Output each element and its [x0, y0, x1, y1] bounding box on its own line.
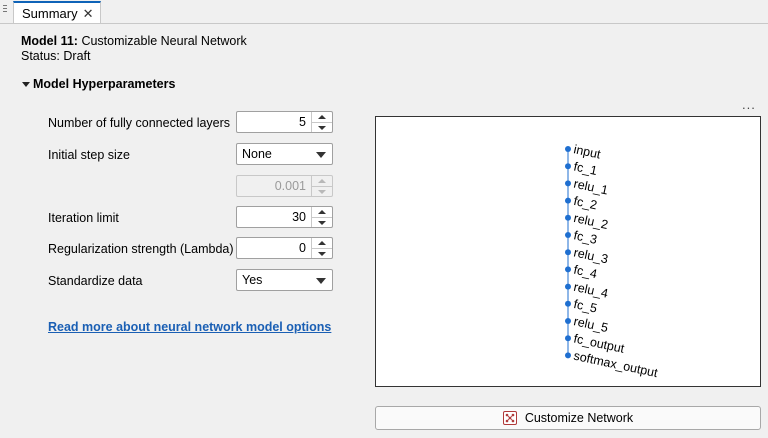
step-value: 0.001 [274, 179, 306, 193]
tab-label: Summary [22, 5, 78, 21]
layer-node[interactable] [565, 318, 571, 324]
lambda-spinner[interactable]: 0 [236, 237, 333, 259]
lambda-label: Regularization strength (Lambda) [48, 242, 234, 256]
layer-label: fc_4 [572, 263, 598, 282]
iterations-value[interactable]: 30 [292, 210, 306, 224]
layer-label: fc_3 [572, 228, 598, 247]
layer-label: fc_5 [572, 297, 598, 316]
close-icon[interactable]: ✕ [82, 5, 94, 21]
decrement-button [312, 186, 332, 197]
layer-node[interactable] [565, 214, 571, 221]
layer-node[interactable] [565, 352, 571, 359]
chevron-up-icon [318, 241, 326, 245]
read-more-link[interactable]: Read more about neural network model opt… [48, 320, 332, 334]
network-icon-graphic [505, 413, 515, 423]
layer-label: fc_2 [572, 194, 598, 213]
model-name: Customizable Neural Network [77, 34, 247, 48]
tab-bar: Summary ✕ [0, 0, 768, 24]
chevron-down-icon [318, 190, 326, 194]
chevron-up-icon [318, 115, 326, 119]
iterations-label: Iteration limit [48, 211, 119, 225]
step-value-spinner: 0.001 [236, 175, 333, 197]
standardize-label: Standardize data [48, 274, 143, 288]
chevron-down-icon [318, 126, 326, 130]
chevron-up-icon [318, 210, 326, 214]
layer-node[interactable] [565, 180, 571, 187]
summary-panel: Model 11: Customizable Neural Network St… [0, 24, 768, 438]
layers-label: Number of fully connected layers [48, 116, 231, 130]
layer-node[interactable] [565, 283, 571, 290]
layer-node[interactable] [565, 163, 571, 170]
tab-summary[interactable]: Summary ✕ [13, 1, 101, 23]
chevron-down-icon [318, 252, 326, 256]
layer-node[interactable] [565, 266, 571, 273]
decrement-button[interactable] [312, 217, 332, 228]
network-diagram-canvas: inputfc_1relu_1fc_2relu_2fc_3relu_3fc_4r… [565, 142, 659, 380]
model-status: Status: Draft [21, 49, 91, 63]
customize-network-button[interactable]: Customize Network [375, 406, 761, 430]
chevron-down-icon[interactable] [22, 82, 30, 87]
layers-spinner[interactable]: 5 [236, 111, 333, 133]
layer-node[interactable] [565, 335, 571, 342]
decrement-button[interactable] [312, 122, 332, 133]
section-title: Model Hyperparameters [33, 77, 176, 91]
layer-node[interactable] [565, 197, 571, 204]
more-options-icon[interactable]: ... [742, 97, 756, 112]
standardize-selected: Yes [242, 273, 263, 287]
tab-menu-icon[interactable] [2, 5, 9, 17]
increment-button[interactable] [312, 112, 332, 122]
chevron-up-icon [318, 179, 326, 183]
step-label: Initial step size [48, 148, 130, 162]
layer-label: input [572, 142, 602, 161]
decrement-button[interactable] [312, 248, 332, 259]
step-selected: None [242, 147, 272, 161]
model-number: Model 11: [21, 34, 78, 48]
customize-network-label: Customize Network [524, 411, 634, 425]
layer-node[interactable] [565, 249, 571, 256]
dropdown-arrow-icon[interactable] [316, 278, 326, 284]
layer-node[interactable] [565, 232, 571, 238]
step-dropdown[interactable]: None [236, 143, 333, 165]
layers-value[interactable]: 5 [299, 115, 306, 129]
lambda-value[interactable]: 0 [299, 241, 306, 255]
section-toggle[interactable]: Model Hyperparameters [22, 77, 175, 91]
layer-node[interactable] [565, 146, 571, 152]
increment-button[interactable] [312, 207, 332, 217]
layer-label: fc_1 [572, 159, 598, 178]
layer-node[interactable] [565, 300, 571, 307]
iterations-spinner[interactable]: 30 [236, 206, 333, 228]
increment-button[interactable] [312, 238, 332, 248]
dropdown-arrow-icon[interactable] [316, 152, 326, 158]
chevron-down-icon [318, 221, 326, 225]
standardize-dropdown[interactable]: Yes [236, 269, 333, 291]
network-icon [502, 411, 517, 425]
increment-button [312, 176, 332, 186]
model-title: Model 11: Customizable Neural Network [21, 34, 247, 48]
